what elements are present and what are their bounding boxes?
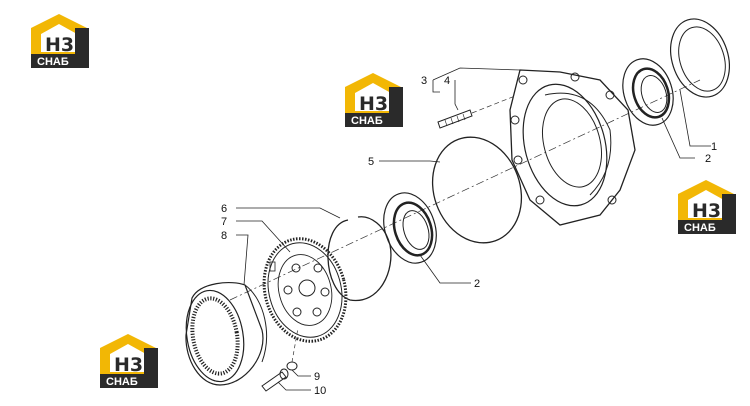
part-4-stud-bolt: [437, 95, 516, 129]
logo-brand-text: СНАБ: [684, 222, 716, 234]
logo-mark-text: H3: [359, 93, 388, 115]
callout-2-upper: 2: [705, 153, 711, 165]
part-5-o-ring: [431, 136, 523, 244]
callout-3: 3: [421, 75, 427, 87]
callout-8: 8: [221, 230, 227, 242]
callout-5: 5: [368, 156, 374, 168]
logo-bottom-left: H3 СНАБ: [100, 334, 158, 388]
logo-mark-text: H3: [692, 200, 721, 222]
logo-brand-text: СНАБ: [351, 115, 383, 127]
callout-2-lower: 2: [474, 278, 480, 290]
wheel-hub: [509, 69, 636, 226]
logo-mark-text: H3: [114, 354, 143, 376]
assembly-axis: [229, 79, 701, 301]
callout-7: 7: [221, 216, 227, 228]
part-2-bearing-upper: [622, 58, 674, 126]
callout-9: 9: [314, 371, 320, 383]
part-8-ring-gear: [185, 282, 268, 386]
callout-1: 1: [711, 141, 717, 153]
logo-mark-text: H3: [45, 34, 74, 56]
leader-lines: [236, 67, 711, 391]
callout-6: 6: [221, 203, 227, 215]
part-6-snap-ring: [327, 216, 392, 301]
callout-10: 10: [314, 385, 326, 397]
logo-top-left: H3 СНАБ: [31, 14, 89, 68]
logo-center: H3 СНАБ: [345, 73, 403, 127]
part-1-ring: [670, 18, 730, 98]
logo-brand-text: СНАБ: [106, 376, 138, 388]
logo-brand-text: СНАБ: [37, 56, 69, 68]
callout-4: 4: [444, 75, 450, 87]
logo-right: H3 СНАБ: [678, 180, 736, 234]
part-10-bolt: [261, 368, 289, 392]
part-7-gear-carrier: [262, 237, 348, 343]
